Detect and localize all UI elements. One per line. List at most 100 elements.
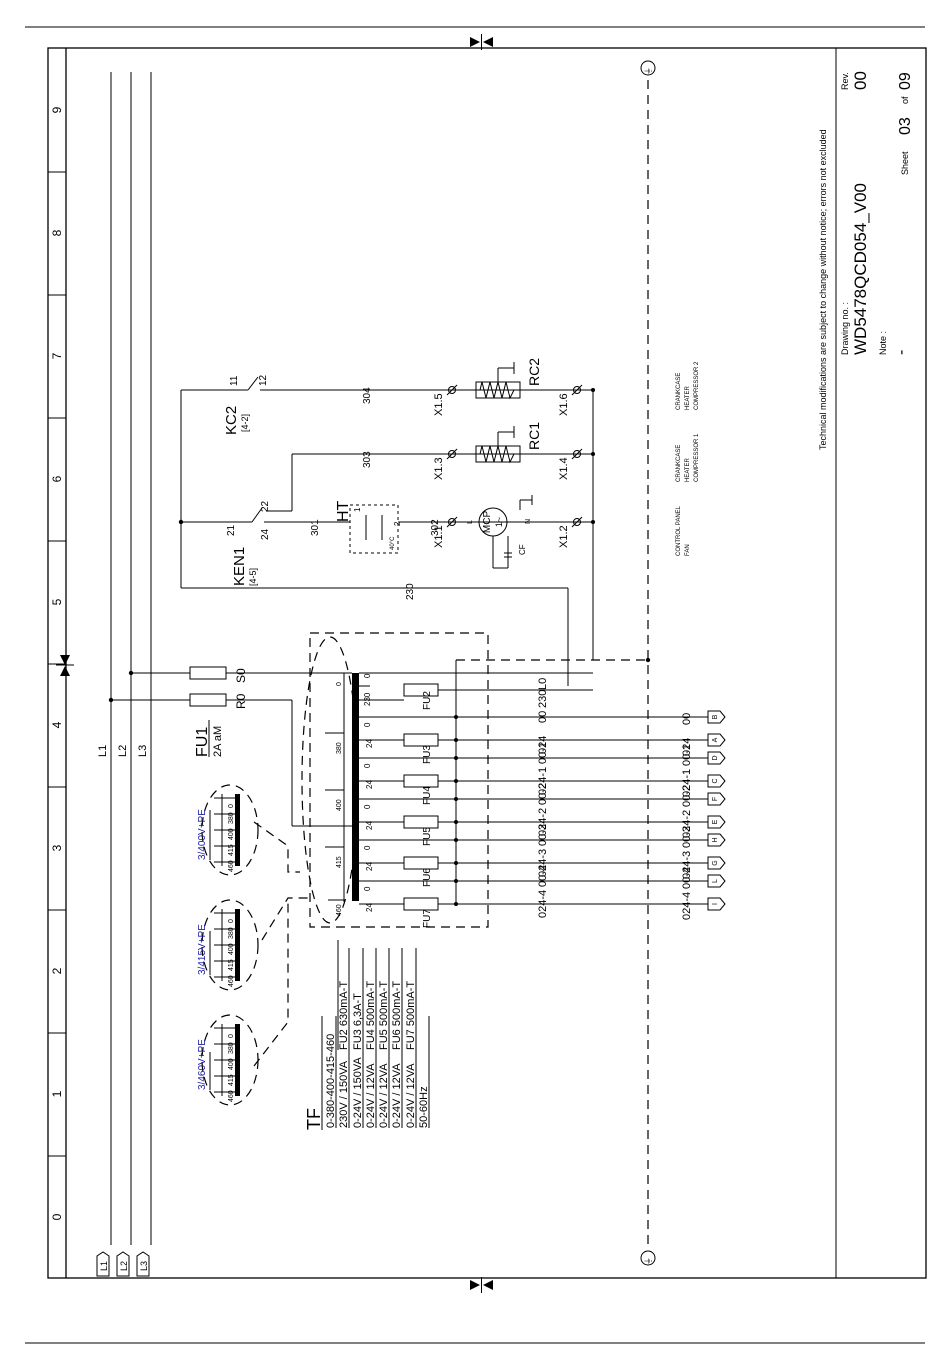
wire-label: 00-1	[537, 742, 549, 764]
x1-label: X1.6	[558, 393, 570, 416]
disclaimer: Technical modifications are subject to c…	[818, 129, 828, 450]
terminal-l1: L1	[96, 1251, 110, 1277]
wire-label: 00	[537, 711, 549, 723]
drawing-no-label: Drawing no. :	[840, 302, 850, 355]
ken1-ref: [4-5]	[248, 568, 258, 586]
wire-230: 230	[405, 583, 416, 600]
tf-sec-230: 230	[363, 692, 372, 706]
supply-tap: 400	[228, 1058, 235, 1070]
output-terminal: C	[707, 774, 726, 788]
label-rc1: COMPRESSOR 1	[694, 433, 700, 482]
supply-tap: 415	[228, 844, 235, 856]
wire-label-end: 024-1	[681, 769, 693, 797]
tf-sec-zero: 0	[363, 886, 372, 891]
wire-label-end: 024-2	[681, 810, 693, 838]
wire-label: 024-1	[537, 767, 549, 795]
wire-label-end: 00-1	[681, 744, 693, 766]
terminal-l3: L3	[136, 1251, 150, 1277]
fuse-label: FU7	[422, 909, 433, 928]
column-number: 5	[50, 598, 64, 605]
column-number: 8	[50, 229, 64, 236]
supply-tap: 460	[228, 860, 235, 872]
output-terminal: A	[707, 733, 726, 747]
tf-sec-24: 24	[365, 903, 374, 912]
fuse-label: FU6	[422, 868, 433, 887]
load-fan: MCP 1~ CF L N	[467, 495, 593, 569]
ht-pin2: 2	[393, 521, 402, 526]
tf-sec-zero: 0	[363, 804, 372, 809]
tf-sec-zero: 0	[363, 845, 372, 850]
spec-right: FU5 500mA-T	[378, 981, 390, 1050]
spec-left: 0-380-400-415-460	[325, 1034, 337, 1128]
supply-tap: 380	[228, 927, 235, 939]
column-number: 0	[50, 1213, 64, 1220]
svg-text:I: I	[712, 903, 719, 905]
centering-mark-top	[470, 34, 493, 50]
svg-text:N: N	[525, 519, 532, 524]
supply-options: 03804004154603/400V+PE03804004154603/415…	[197, 784, 259, 1106]
wire-label: 00-2	[537, 783, 549, 805]
sheet-label: Sheet	[900, 151, 910, 175]
column-number: 7	[50, 352, 64, 359]
spec-left: 230V / 150VA	[338, 1060, 350, 1128]
column-number: 4	[50, 721, 64, 728]
tf-sec-zero: 0	[363, 763, 372, 768]
x1-terminal: X1.6	[558, 384, 583, 416]
output-terminal: B	[707, 710, 726, 724]
x1-terminal: X1.4	[558, 448, 583, 480]
spec-right: FU2 630mA-T	[338, 981, 350, 1050]
x1-label: X1.3	[433, 457, 445, 480]
supply-tap: 400	[228, 828, 235, 840]
tf-tag: TF	[304, 1108, 324, 1130]
column-number: 1	[50, 1090, 64, 1097]
wire-label-end: 00-4	[681, 867, 693, 889]
svg-text:C: C	[712, 778, 719, 783]
svg-text:F: F	[712, 797, 719, 801]
svg-text:L3: L3	[139, 1261, 149, 1271]
wire-302: 302	[430, 519, 441, 536]
wire-label: 00-4	[537, 865, 549, 887]
tf-sec-24: 24	[365, 862, 374, 871]
svg-text:L: L	[712, 879, 719, 883]
wire-label-end: 00-3	[681, 826, 693, 848]
supply-tap: 415	[228, 959, 235, 971]
wire-301: 301	[310, 519, 321, 536]
svg-text:L2: L2	[119, 1261, 129, 1271]
wire-label-end: 00-2	[681, 785, 693, 807]
tf-sec-24: 24	[365, 780, 374, 789]
wire-304: 304	[362, 387, 373, 404]
svg-text:H: H	[712, 837, 719, 842]
spec-right: FU7 500mA-T	[405, 981, 417, 1050]
fuse-label: FU5	[422, 827, 433, 846]
svg-text:G: G	[712, 860, 719, 865]
column-number: 2	[50, 967, 64, 974]
spec-right: FU6 500mA-T	[391, 981, 403, 1050]
busbars	[110, 72, 152, 1245]
fuse-fu4	[403, 774, 439, 788]
label-fan: CONTROL PANEL	[676, 505, 682, 556]
busbar-label-l2: L2	[117, 745, 129, 757]
x1-terminal: X1.2	[558, 516, 583, 548]
x1-terminal: X1.5	[433, 384, 458, 416]
label-rc2: CRANKCASE	[676, 373, 682, 410]
kc2-12: 12	[258, 374, 269, 386]
spec-left: 0-24V / 12VA	[405, 1063, 417, 1128]
busbar-label-l1: L1	[97, 745, 109, 757]
fuse-label: FU4	[422, 786, 433, 805]
ken1-tag: KEN1	[231, 547, 248, 586]
wire-label: 024-3	[537, 849, 549, 877]
rc2-tag: RC2	[526, 358, 542, 386]
wire-label: 024-2	[537, 808, 549, 836]
tf-tap-label: 415	[336, 856, 343, 868]
label-rc2: HEATER	[685, 385, 691, 410]
supply-label: 3/415V+PE	[197, 924, 208, 975]
fu1-rating: 2A aM	[212, 726, 224, 757]
svg-text:L1: L1	[99, 1261, 109, 1271]
supply-tap: 400	[228, 943, 235, 955]
spec-right: FU3 6,3A-T	[352, 993, 364, 1050]
svg-text:1~: 1~	[494, 517, 504, 527]
outer-border	[47, 47, 927, 1279]
